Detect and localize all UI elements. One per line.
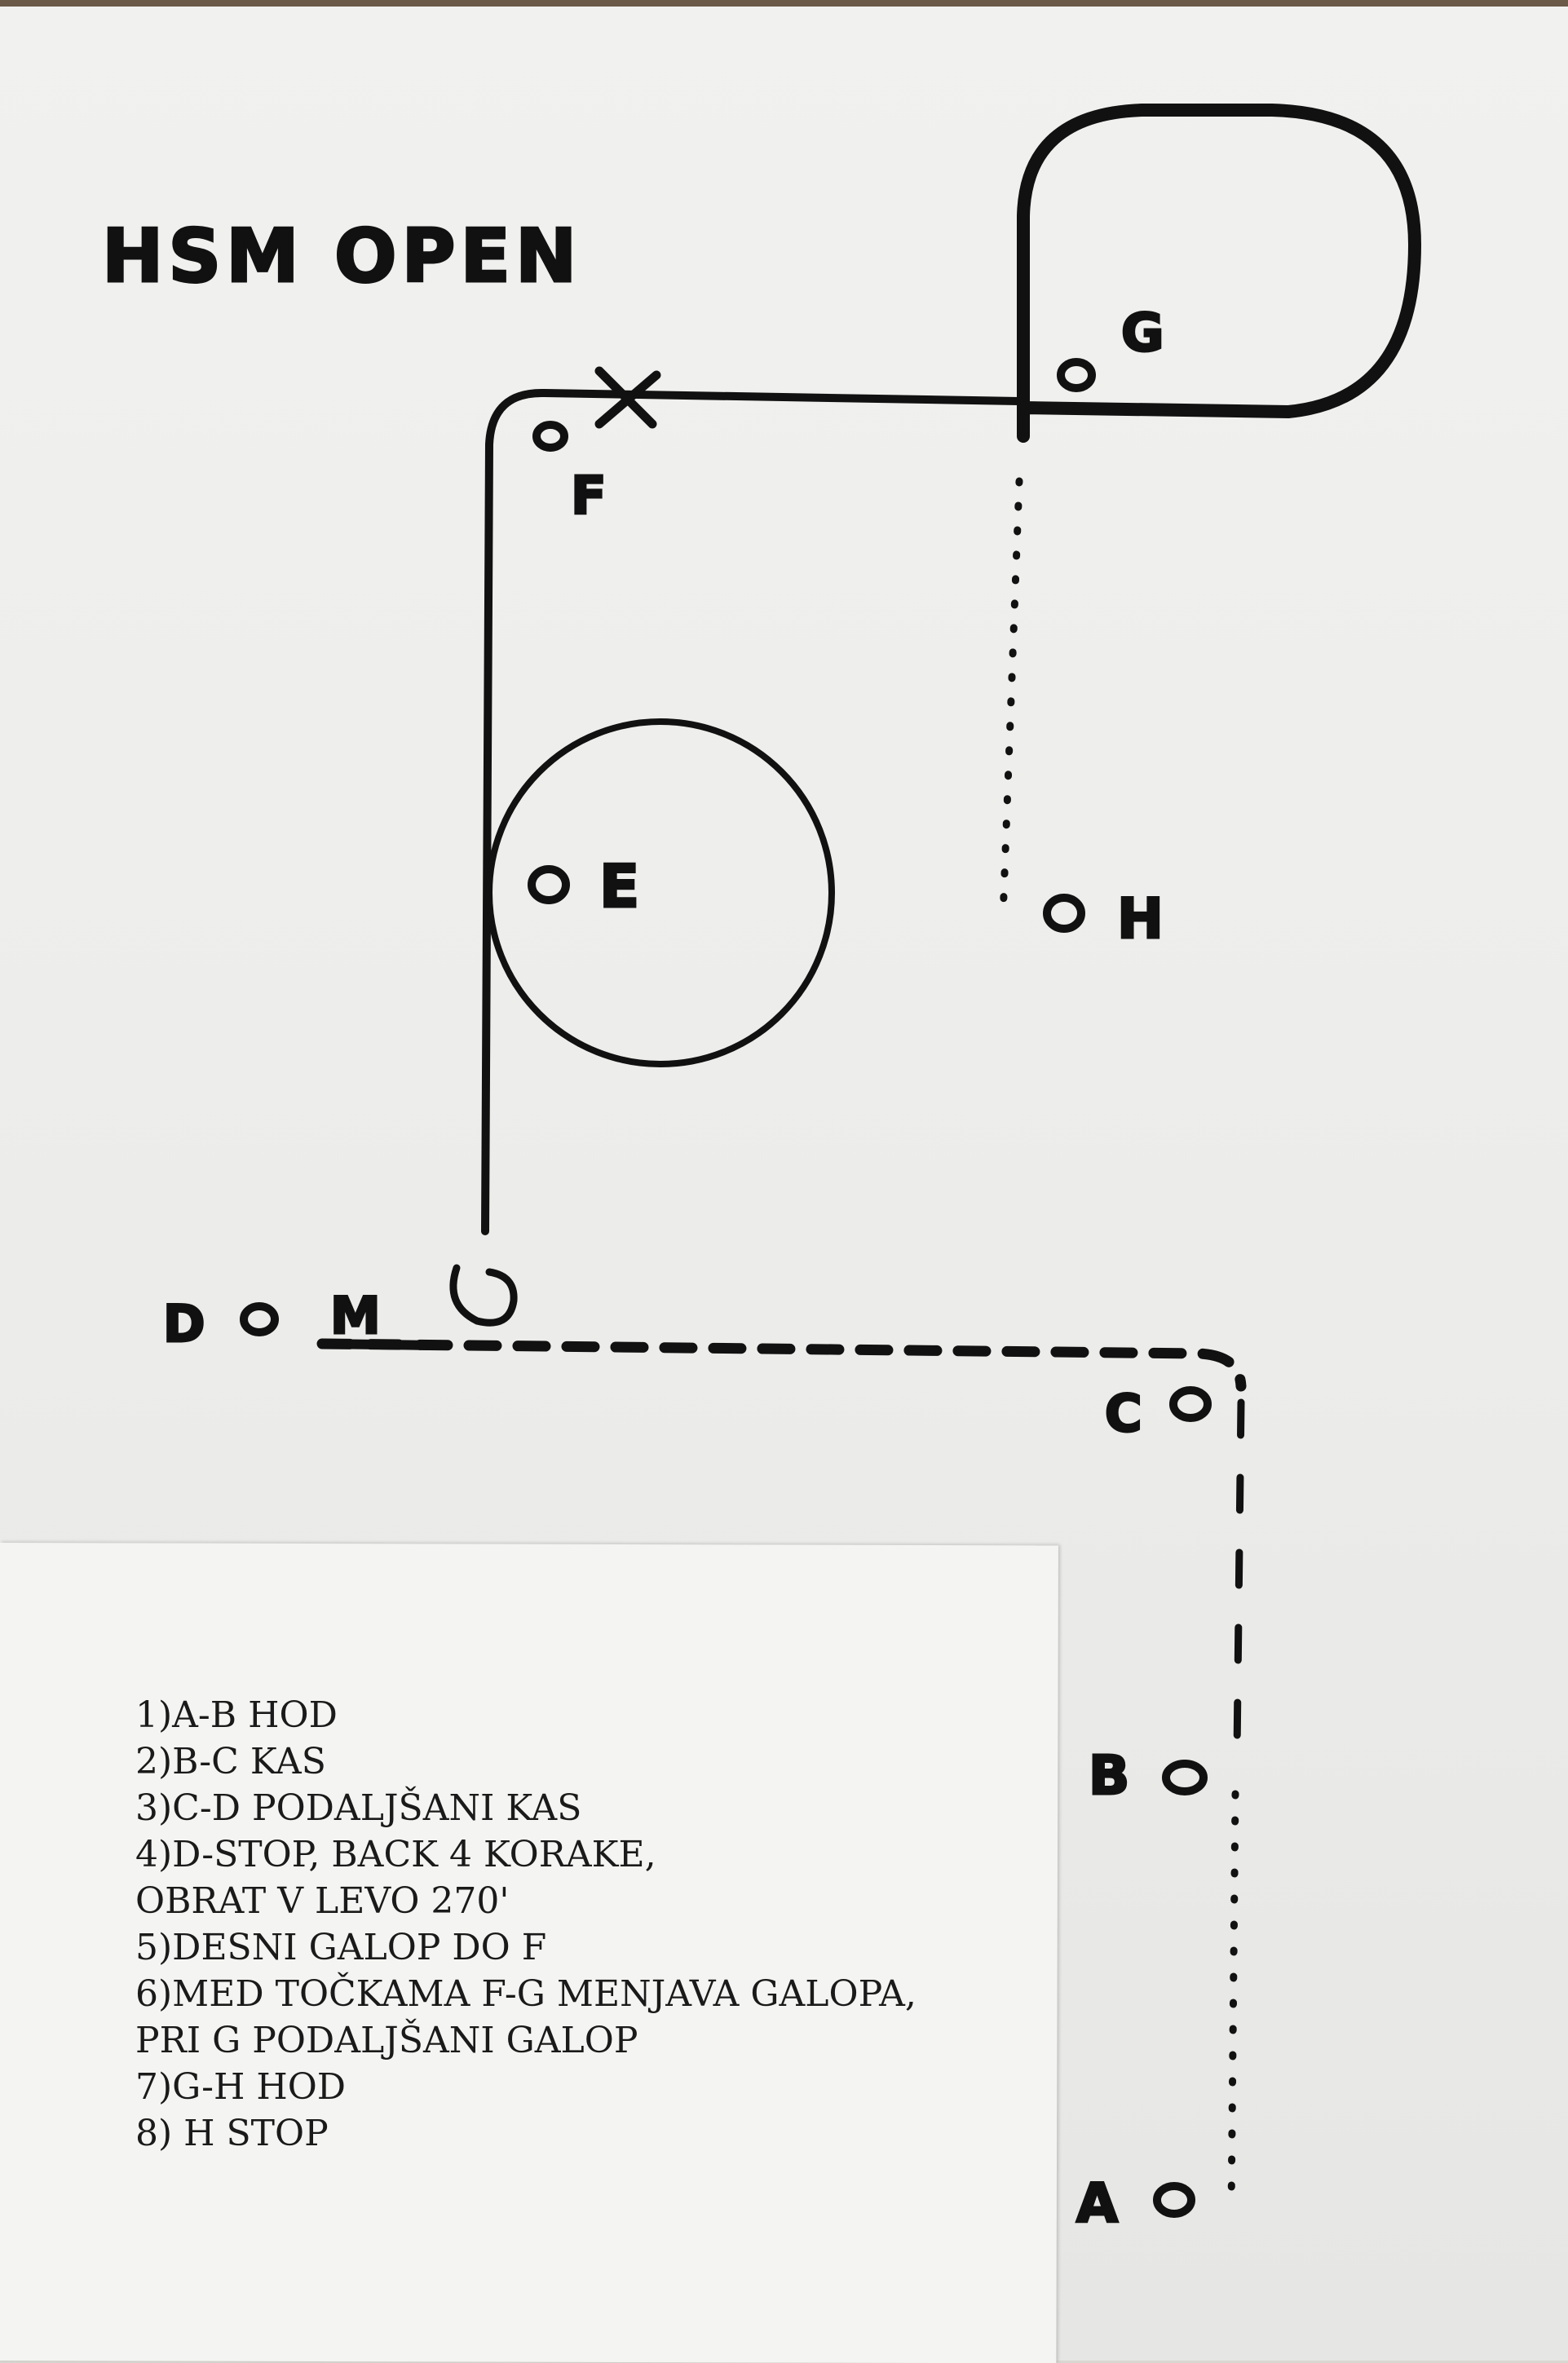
table-edge: [0, 0, 1568, 7]
instruction-line: 8) H STOP: [135, 2113, 329, 2154]
instruction-line: 2)B-C KAS: [135, 1741, 326, 1782]
m-underline: [317, 1339, 441, 1350]
instruction-line: 7)G-H HOD: [135, 2066, 347, 2108]
instruction-line: 3)C-D PODALJŠANI KAS: [135, 1787, 582, 1829]
label-e: E: [599, 852, 639, 921]
marker-f: [532, 421, 568, 452]
marker-b: [1162, 1760, 1208, 1795]
marker-g: [1057, 358, 1096, 392]
instruction-line: 1)A-B HOD: [135, 1694, 338, 1736]
route-dashed-c-b: [1233, 1398, 1245, 1757]
instruction-line: 6)MED TOČKAMA F-G MENJAVA GALOPA,: [135, 1973, 917, 2015]
start-loop-s: [449, 1264, 518, 1327]
route-dotted-b-a: [1227, 1790, 1239, 2214]
marker-h: [1043, 894, 1085, 933]
label-g: G: [1121, 303, 1164, 364]
label-m: M: [330, 1286, 381, 1345]
route-solid-left: [481, 388, 1023, 1235]
marker-e: [528, 865, 570, 904]
instruction-line: 4)D-STOP, BACK 4 KORAKE,: [135, 1834, 656, 1875]
instruction-line: PRI G PODALJŠANI GALOP: [135, 2020, 638, 2061]
marker-a: [1153, 2182, 1195, 2218]
instructions-list: 1)A-B HOD 2)B-C KAS 3)C-D PODALJŠANI KAS…: [135, 1692, 1049, 2157]
route-dotted-g-h: [999, 477, 1023, 921]
teardrop-loop-g: [1017, 104, 1421, 443]
label-a: A: [1076, 2172, 1118, 2235]
label-d: D: [163, 1294, 205, 1354]
marker-c: [1169, 1386, 1212, 1422]
marker-d: [240, 1302, 279, 1336]
label-f: F: [571, 466, 607, 527]
label-h: H: [1117, 887, 1164, 952]
instruction-line: OBRAT V LEVO 270': [135, 1880, 510, 1922]
instruction-line: 5)DESNI GALOP DO F: [135, 1927, 547, 1968]
route-dashed-d-c: [316, 1338, 1247, 1392]
label-c: C: [1105, 1384, 1142, 1443]
label-b: B: [1089, 1744, 1129, 1807]
diagram-title: HSM OPEN: [102, 214, 581, 299]
circle-e: [486, 718, 835, 1067]
